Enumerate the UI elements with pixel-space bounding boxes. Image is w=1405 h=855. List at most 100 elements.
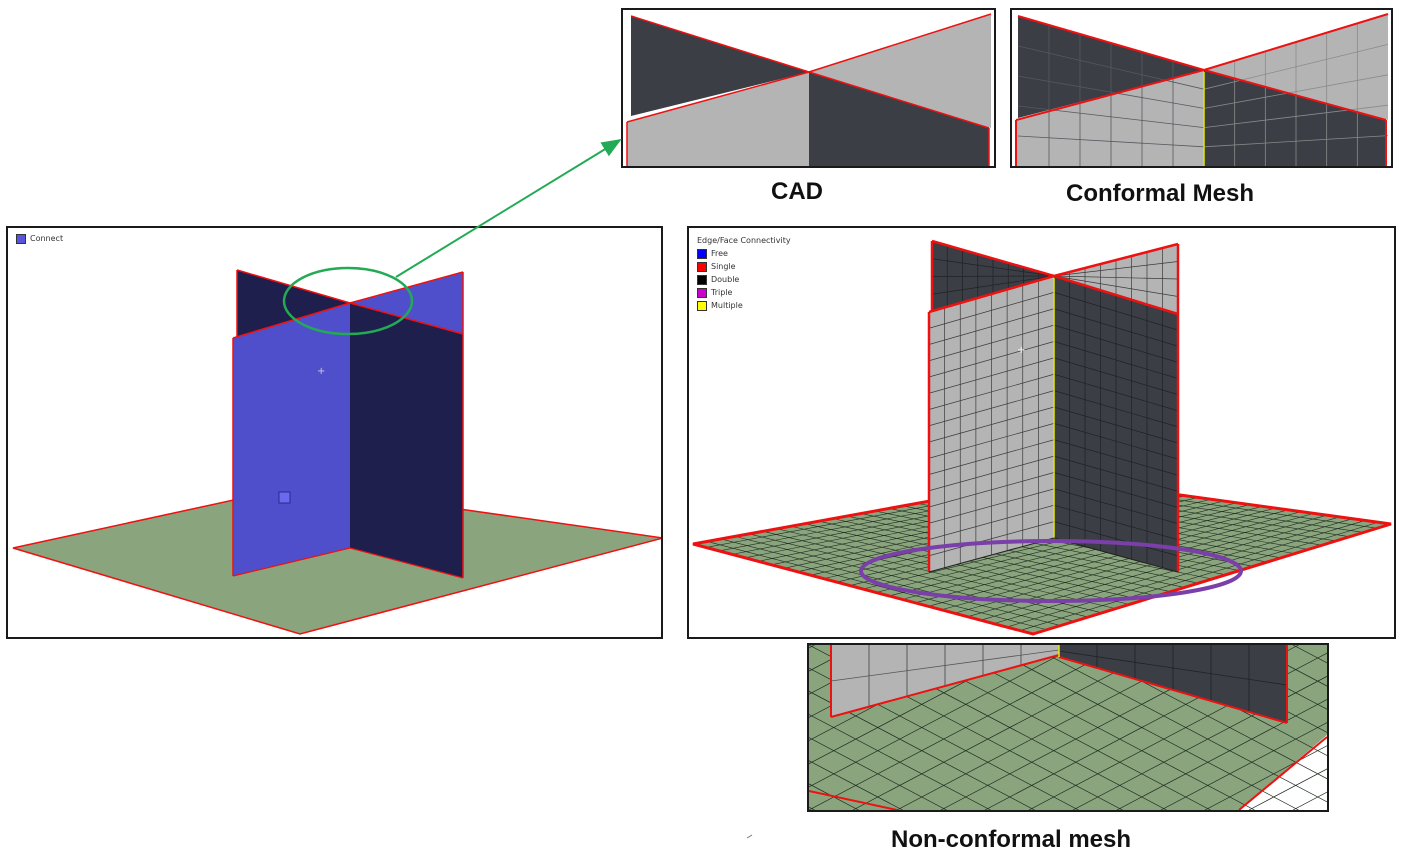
mesh-line	[1053, 406, 1179, 444]
cad-legend: Connect	[16, 232, 63, 245]
mesh-line	[1203, 135, 1389, 148]
mesh-line	[1053, 390, 1179, 428]
mesh-line	[928, 406, 1055, 443]
legend-triple-label: Triple	[711, 288, 733, 297]
mesh-line	[1116, 699, 1327, 810]
mesh-line	[902, 506, 1263, 600]
legend-single-label: Single	[711, 262, 736, 271]
mesh-line	[1058, 650, 1288, 686]
multiple-swatch-icon	[697, 300, 707, 311]
mesh-line	[928, 324, 1055, 362]
mesh-line	[809, 645, 1123, 810]
mesh-line	[1248, 768, 1327, 810]
double-swatch-icon	[697, 274, 707, 285]
nonconformal-caption: Non-conformal mesh	[891, 826, 1132, 853]
mesh-line	[931, 258, 1055, 277]
cad-legend-label: Connect	[30, 234, 64, 243]
mesh-line	[1053, 275, 1179, 297]
mesh-line	[1053, 472, 1179, 508]
mesh-line	[1053, 357, 1179, 395]
zoom-arrow-icon	[395, 138, 622, 278]
cad-viewport[interactable]: + Connect	[6, 226, 663, 639]
mesh-line	[941, 511, 1302, 611]
conformal-mesh-grid	[1017, 23, 1389, 166]
cad-caption: CAD	[771, 178, 823, 205]
mesh-line	[1204, 745, 1327, 810]
mesh-line	[1017, 45, 1205, 90]
mesh-model-graphic: +	[692, 239, 1392, 636]
mesh-line	[830, 649, 1060, 682]
mesh-line	[1053, 423, 1179, 460]
mesh-line	[1017, 75, 1205, 109]
mesh-line	[1028, 652, 1327, 810]
legend-double-label: Double	[711, 275, 740, 284]
fin-mesh-grid	[928, 245, 1179, 568]
connectivity-legend-title: Edge/Face Connectivity	[697, 236, 791, 245]
cad-marker-icon[interactable]	[278, 491, 291, 504]
mesh-line	[1053, 521, 1179, 557]
mesh-line	[928, 308, 1055, 345]
mesh-line	[954, 513, 1315, 614]
mesh-line	[931, 275, 1055, 277]
mesh-line	[928, 357, 1055, 394]
mesh-line	[1017, 105, 1205, 128]
cad-detail-panel	[621, 8, 996, 168]
conformal-detail-panel	[1010, 8, 1393, 168]
mesh-line	[1053, 455, 1179, 492]
svg-text:+: +	[317, 366, 325, 377]
mesh-viewport[interactable]: + Edge/Face Connectivity Free Single Dou…	[687, 226, 1396, 639]
mesh-line	[928, 373, 1055, 410]
conformal-caption: Conformal Mesh	[1066, 180, 1255, 207]
mesh-line	[1053, 373, 1179, 412]
mesh-line	[928, 341, 1055, 378]
mesh-line	[1160, 722, 1327, 810]
mesh-line	[931, 275, 1055, 295]
mesh-line	[915, 507, 1276, 604]
mesh-line	[1053, 324, 1179, 363]
mesh-line	[928, 292, 1055, 329]
connectivity-legend: Edge/Face Connectivity Free Single Doubl…	[697, 234, 791, 312]
nonconformal-detail-graphic	[809, 645, 1327, 810]
mesh-line	[1203, 44, 1389, 90]
mesh-line	[1203, 74, 1389, 109]
mesh-line	[809, 737, 947, 810]
mesh-line	[1248, 645, 1327, 687]
mesh-line	[1072, 675, 1327, 810]
mesh-line	[1017, 135, 1205, 148]
mesh-line	[928, 504, 1055, 540]
nonconformal-highlight-ellipse	[859, 539, 1243, 603]
mesh-line	[928, 509, 1289, 607]
cad-detail-highlight-ellipse	[282, 266, 414, 336]
mesh-line	[928, 455, 1055, 492]
mesh-line	[1053, 439, 1179, 476]
mesh-line	[1053, 488, 1179, 524]
free-swatch-icon	[697, 248, 707, 259]
mesh-line	[1053, 261, 1179, 277]
legend-multiple-label: Multiple	[711, 301, 743, 310]
cad-model-graphic: +	[12, 269, 661, 635]
mesh-line	[928, 439, 1055, 475]
mesh-line	[1053, 308, 1179, 347]
mesh-line	[1053, 275, 1179, 280]
mesh-line	[928, 390, 1055, 427]
nonconformal-fin-grid	[830, 645, 1288, 712]
legend-free-label: Free	[711, 249, 728, 258]
single-swatch-icon	[697, 261, 707, 272]
mesh-line	[1019, 521, 1379, 631]
svg-text:+: +	[1017, 345, 1025, 356]
mesh-line	[1203, 104, 1389, 128]
mesh-line	[928, 521, 1055, 557]
mesh-line	[809, 760, 903, 810]
mesh-line	[1006, 520, 1366, 628]
mesh-line	[1053, 341, 1179, 379]
mesh-line	[928, 488, 1055, 524]
mesh-line	[809, 645, 1079, 788]
mesh-line	[1053, 292, 1179, 331]
triple-swatch-icon	[697, 287, 707, 298]
mesh-line	[928, 423, 1055, 459]
mesh-line	[1053, 504, 1179, 541]
cad-detail-graphic	[623, 10, 994, 166]
mesh-line	[928, 472, 1055, 508]
connect-swatch-icon	[16, 233, 26, 244]
